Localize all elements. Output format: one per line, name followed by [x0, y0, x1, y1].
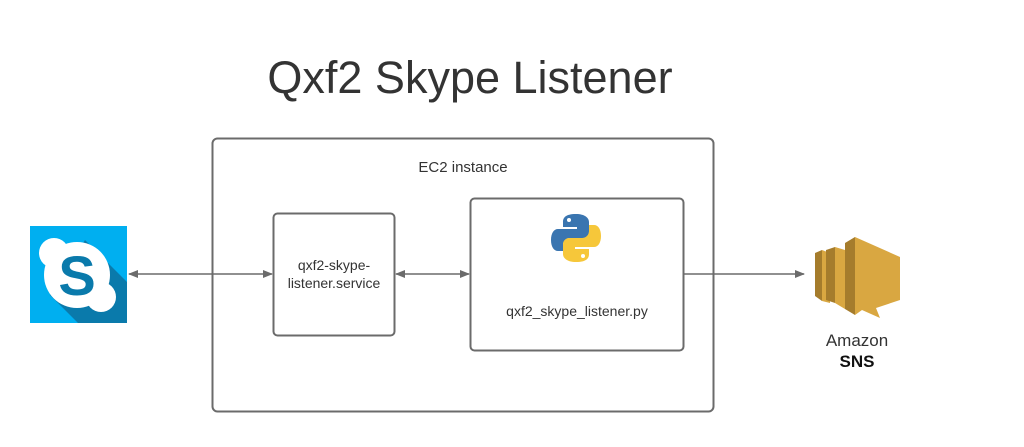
- listener-service-label-line1: qxf2-skype-: [298, 257, 371, 273]
- python-script-label: qxf2_skype_listener.py: [506, 303, 648, 319]
- listener-service-box: [272, 212, 396, 337]
- sns-label-line2: SNS: [840, 352, 875, 371]
- svg-text:S: S: [58, 244, 95, 307]
- ec2-instance-label: EC2 instance: [418, 159, 507, 176]
- amazon-sns-logo-icon: [815, 237, 900, 318]
- python-logo-icon: [551, 214, 601, 262]
- diagram-title: Qxf2 Skype Listener: [267, 52, 672, 103]
- listener-service-label-line2: listener.service: [288, 275, 381, 291]
- python-script-box: [469, 197, 685, 352]
- sns-label-line1: Amazon: [826, 331, 888, 350]
- skype-logo-icon: S: [30, 226, 127, 323]
